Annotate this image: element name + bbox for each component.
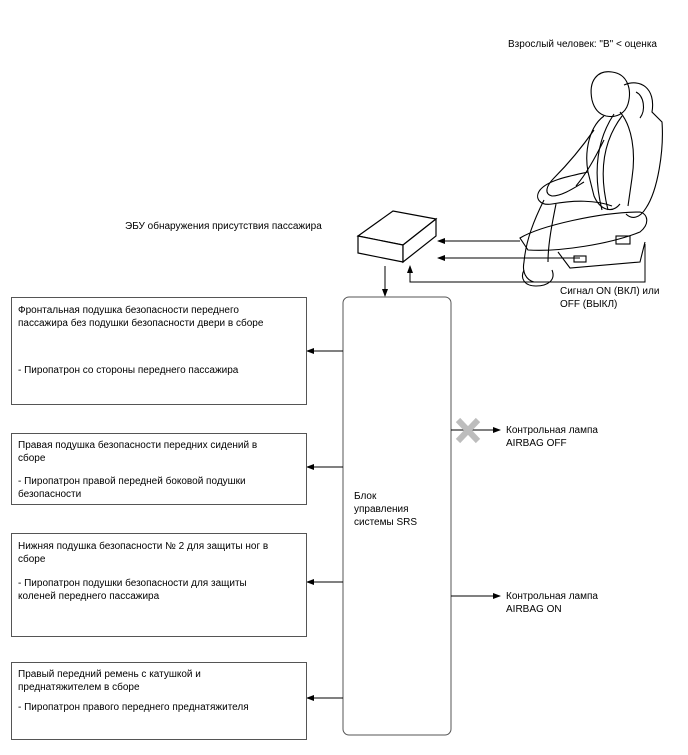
box-detail-line1: - Пиропатрон правой передней боковой под… xyxy=(18,476,246,487)
lamp-off-label-line1: Контрольная лампа xyxy=(506,425,598,436)
box-detail-line2: безопасности xyxy=(18,489,82,500)
box-detail-line1: - Пиропатрон правого переднего преднатяж… xyxy=(18,702,249,713)
signal-label-line1: Сигнал ON (ВКЛ) или xyxy=(560,286,660,297)
knee-airbag-box: Нижняя подушка безопасности № 2 для защи… xyxy=(11,533,307,637)
srs-label-line1: Блок xyxy=(354,491,377,502)
box-detail-line1: - Пиропатрон подушки безопасности для за… xyxy=(18,578,247,589)
lamp-on-label-line1: Контрольная лампа xyxy=(506,591,598,602)
box-title-line2: пассажира без подушки безопасности двери… xyxy=(18,318,264,329)
lamp-on-label-line2: AIRBAG ON xyxy=(506,604,562,615)
box-title-line2: преднатяжителем в сборе xyxy=(18,682,140,693)
box-detail-line1: - Пиропатрон со стороны переднего пассаж… xyxy=(18,365,239,376)
disabled-cross-icon xyxy=(455,417,481,444)
ecu-box-icon xyxy=(356,210,438,264)
srs-label-line3: системы SRS xyxy=(354,517,418,528)
box-title-line1: Правая подушка безопасности передних сид… xyxy=(18,440,258,451)
srs-label-line2: управления xyxy=(354,504,409,515)
box-title-line1: Фронтальная подушка безопасности передне… xyxy=(18,305,239,316)
box-title-line1: Правый передний ремень с катушкой и xyxy=(18,669,201,680)
box-title-line2: сборе xyxy=(18,453,46,464)
pretensioner-box: Правый передний ремень с катушкой и пред… xyxy=(11,662,307,740)
srs-block-shape xyxy=(342,296,452,736)
ecu-label: ЭБУ обнаружения присутствия пассажира xyxy=(125,221,322,232)
box-title-line2: сборе xyxy=(18,554,46,565)
signal-label-line2: OFF (ВЫКЛ) xyxy=(560,299,618,310)
box-title-line1: Нижняя подушка безопасности № 2 для защи… xyxy=(18,541,269,552)
box-detail-line2: коленей переднего пассажира xyxy=(18,591,160,602)
side-airbag-box: Правая подушка безопасности передних сид… xyxy=(11,433,307,505)
lamp-off-label-line2: AIRBAG OFF xyxy=(506,438,567,449)
front-airbag-box: Фронтальная подушка безопасности передне… xyxy=(11,297,307,405)
adult-caption: Взрослый человек: "B" < оценка xyxy=(508,39,657,50)
passenger-seat-illustration xyxy=(519,71,663,287)
